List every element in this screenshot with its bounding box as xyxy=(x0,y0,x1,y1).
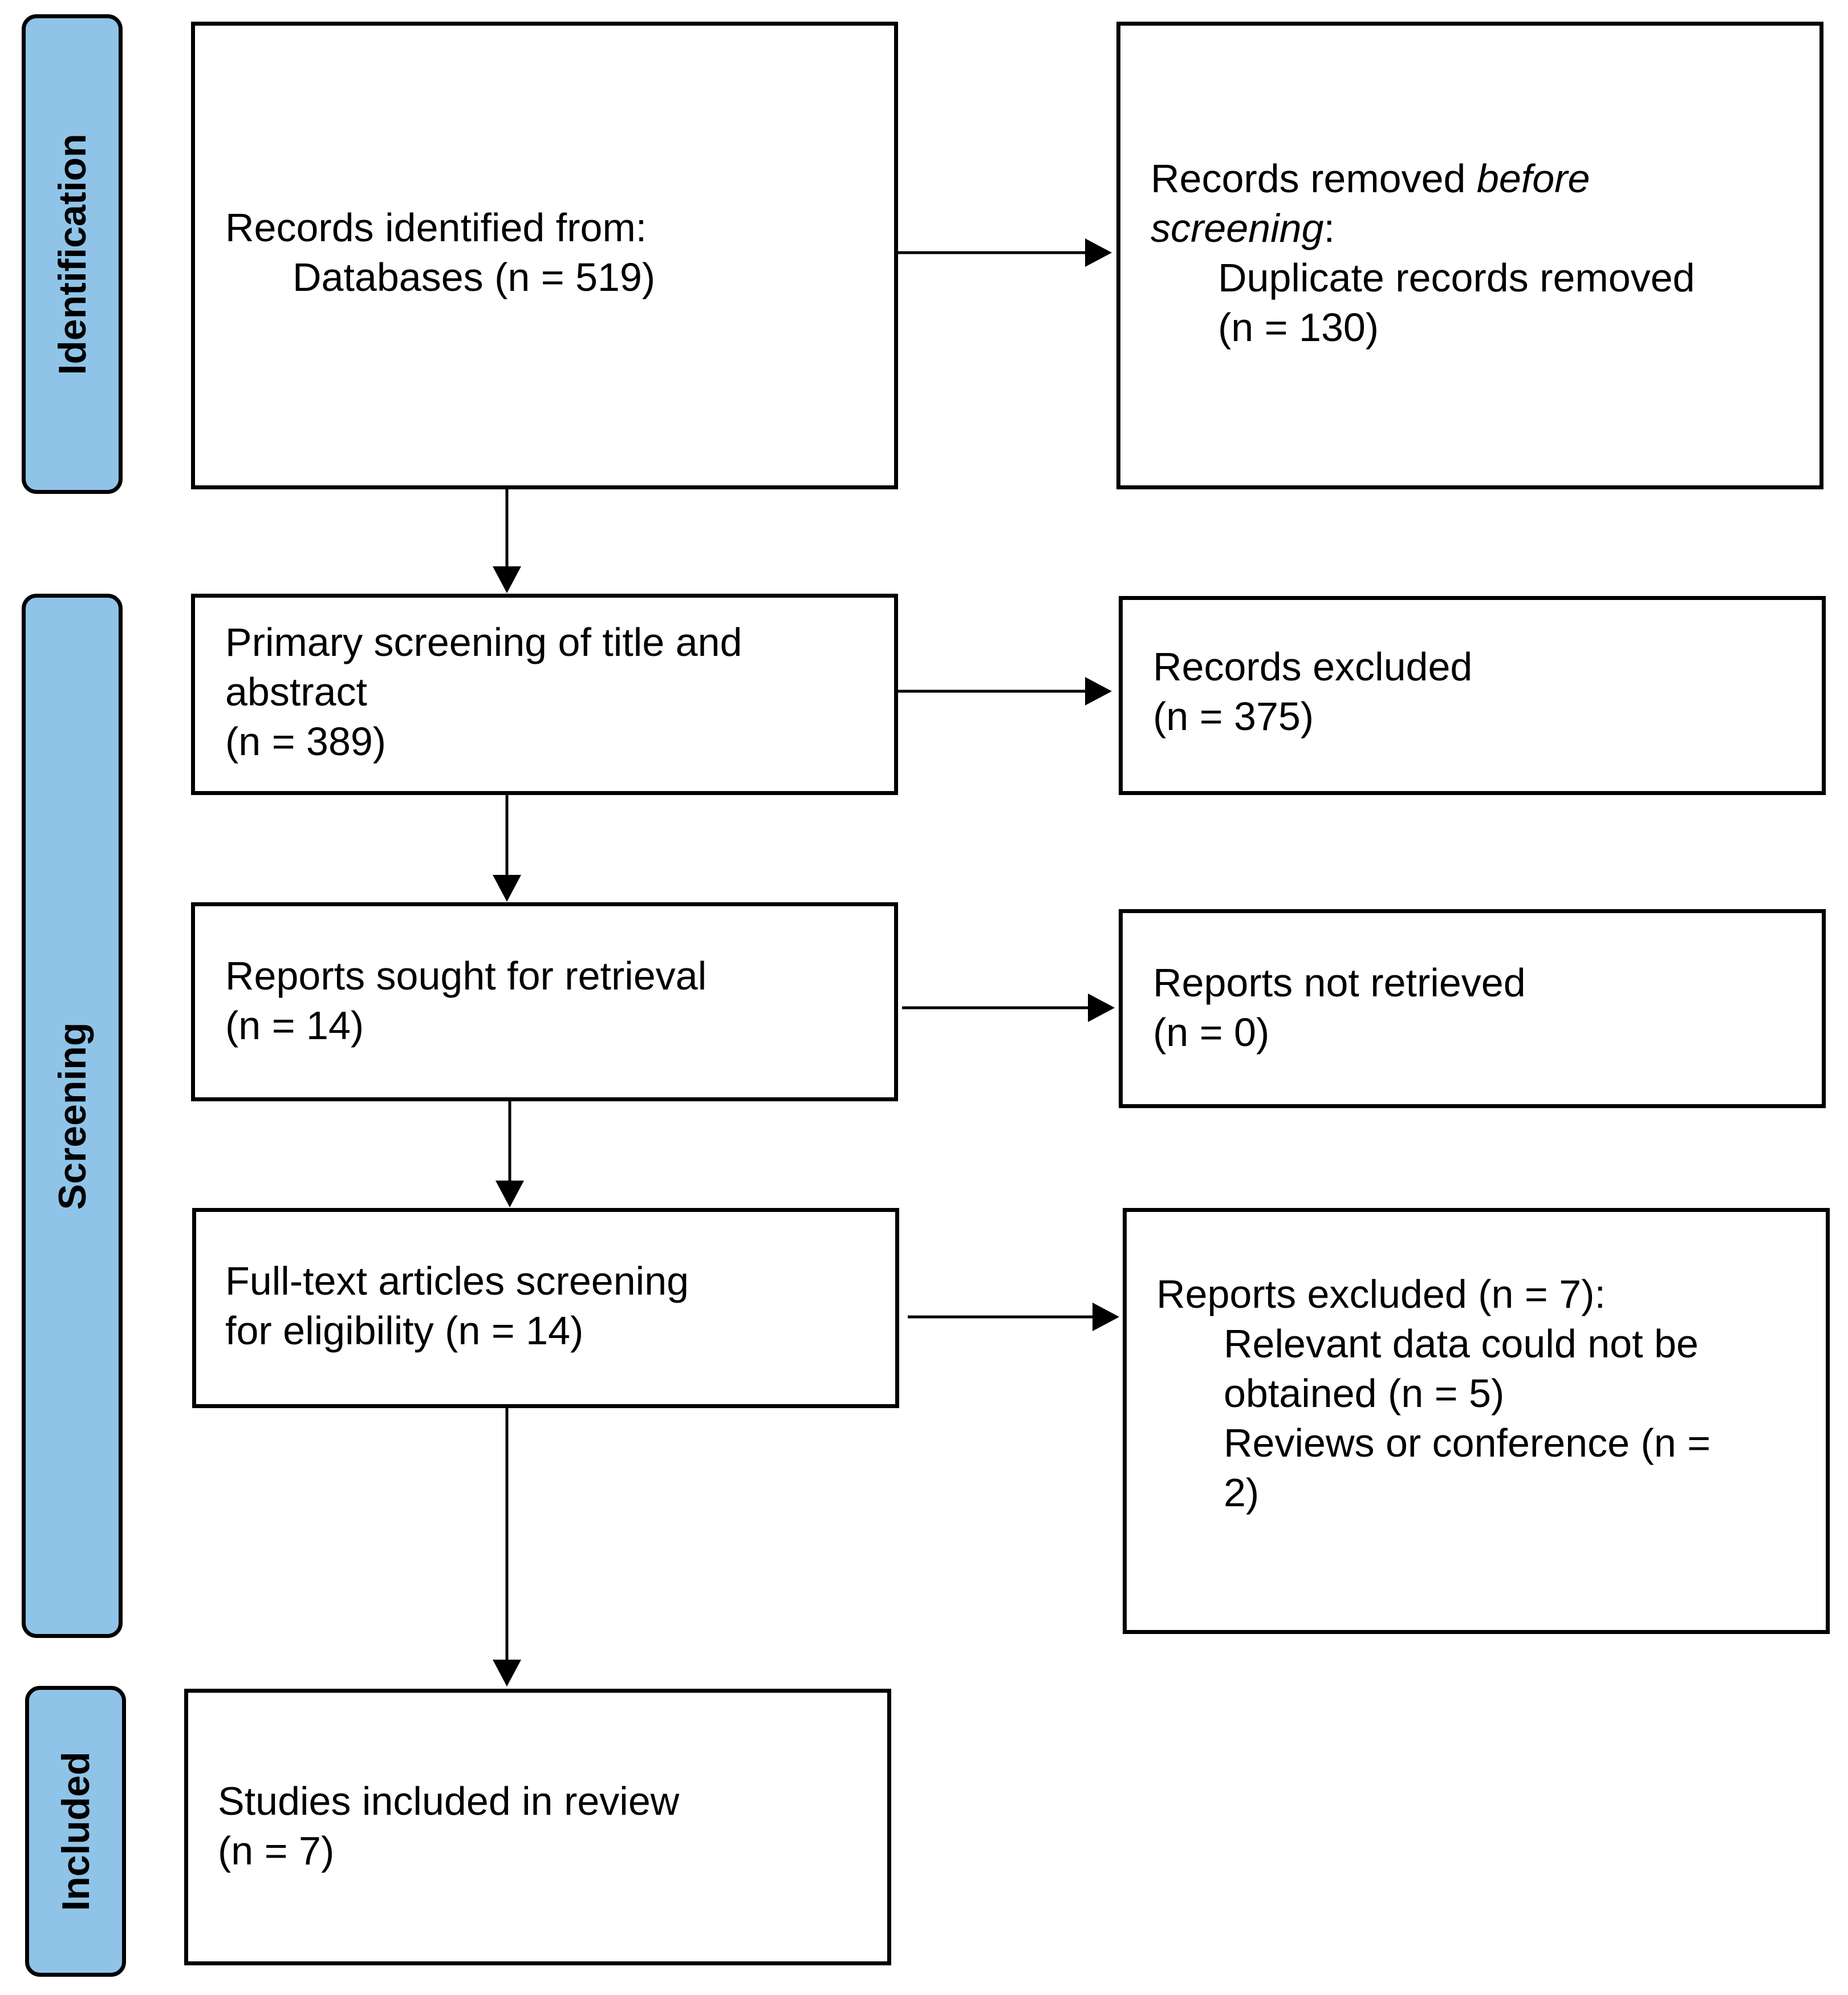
records-excluded-box xyxy=(1119,596,1826,795)
reports-sought-count: (n = 14) xyxy=(225,1003,364,1048)
fulltext-screening-line1: Full-text articles screening xyxy=(225,1259,689,1303)
arrowhead-reports-excluded xyxy=(1092,1303,1119,1331)
records-removed-subheading: screening: xyxy=(1151,204,1695,253)
arrowhead-records-removed xyxy=(1085,238,1112,267)
reports-not-retrieved-text: Reports not retrieved (n = 0) xyxy=(1153,958,1526,1057)
studies-included-box xyxy=(184,1689,891,1965)
reports-excluded-reason2-line2: 2) xyxy=(1224,1470,1260,1515)
reports-excluded-reason2-line1: Reviews or conference (n = xyxy=(1224,1421,1711,1465)
duplicate-records-count: (n = 130) xyxy=(1218,305,1379,350)
arrowhead-reports-not-retrieved xyxy=(1088,994,1115,1022)
studies-included-label: Studies included in review xyxy=(218,1779,680,1823)
records-removed-subheading-italic: screening xyxy=(1151,206,1324,250)
primary-screening-text: Primary screening of title and abstract … xyxy=(225,618,742,767)
records-removed-box xyxy=(1116,22,1823,489)
reports-sought-text: Reports sought for retrieval (n = 14) xyxy=(225,951,706,1051)
duplicate-records-label: Duplicate records removed xyxy=(1218,256,1695,300)
reports-excluded-reason1-line2: obtained (n = 5) xyxy=(1224,1371,1505,1416)
reports-sought-box xyxy=(191,902,898,1101)
fulltext-screening-box xyxy=(192,1208,899,1408)
phase-identification: Identification xyxy=(22,14,123,494)
reports-not-retrieved-label: Reports not retrieved xyxy=(1153,960,1526,1005)
records-removed-heading-italic: before xyxy=(1476,156,1590,201)
arrowhead-studies-included xyxy=(493,1660,521,1686)
records-identified-text: Records identified from: Databases (n = … xyxy=(225,203,655,302)
primary-screening-line2: abstract xyxy=(225,670,367,714)
records-excluded-label: Records excluded xyxy=(1153,644,1473,689)
reports-not-retrieved-box xyxy=(1119,909,1826,1108)
records-identified-box xyxy=(191,22,898,489)
records-removed-subheading-plain: : xyxy=(1323,206,1335,250)
studies-included-count: (n = 7) xyxy=(218,1828,335,1873)
arrowhead-reports-sought xyxy=(493,875,521,902)
records-removed-heading: Records removed before xyxy=(1151,154,1695,204)
records-identified-heading: Records identified from: xyxy=(225,205,647,250)
fulltext-screening-text: Full-text articles screening for eligibi… xyxy=(225,1256,689,1356)
primary-screening-box xyxy=(191,594,898,795)
studies-included-text: Studies included in review (n = 7) xyxy=(218,1777,679,1876)
phase-screening: Screening xyxy=(22,594,123,1638)
reports-not-retrieved-count: (n = 0) xyxy=(1153,1010,1270,1055)
reports-excluded-heading: Reports excluded (n = 7): xyxy=(1156,1272,1606,1316)
arrowhead-fulltext-screening xyxy=(495,1181,524,1207)
reports-sought-label: Reports sought for retrieval xyxy=(225,954,707,998)
fulltext-screening-line2: for eligibility (n = 14) xyxy=(225,1308,584,1353)
arrowhead-primary-screening xyxy=(493,566,521,593)
reports-excluded-text: Reports excluded (n = 7): Relevant data … xyxy=(1156,1270,1711,1518)
primary-screening-count: (n = 389) xyxy=(225,719,387,764)
records-identified-databases: Databases (n = 519) xyxy=(293,255,656,299)
records-removed-text: Records removed before screening: Duplic… xyxy=(1151,154,1695,352)
primary-screening-line1: Primary screening of title and xyxy=(225,620,742,664)
phase-included: Included xyxy=(25,1686,126,1977)
reports-excluded-reason1-line1: Relevant data could not be xyxy=(1224,1321,1699,1366)
reports-excluded-box xyxy=(1123,1208,1830,1634)
records-removed-heading-plain: Records removed xyxy=(1151,156,1477,201)
records-excluded-count: (n = 375) xyxy=(1153,694,1314,739)
records-excluded-text: Records excluded (n = 375) xyxy=(1153,642,1472,741)
arrowhead-records-excluded xyxy=(1085,677,1112,705)
